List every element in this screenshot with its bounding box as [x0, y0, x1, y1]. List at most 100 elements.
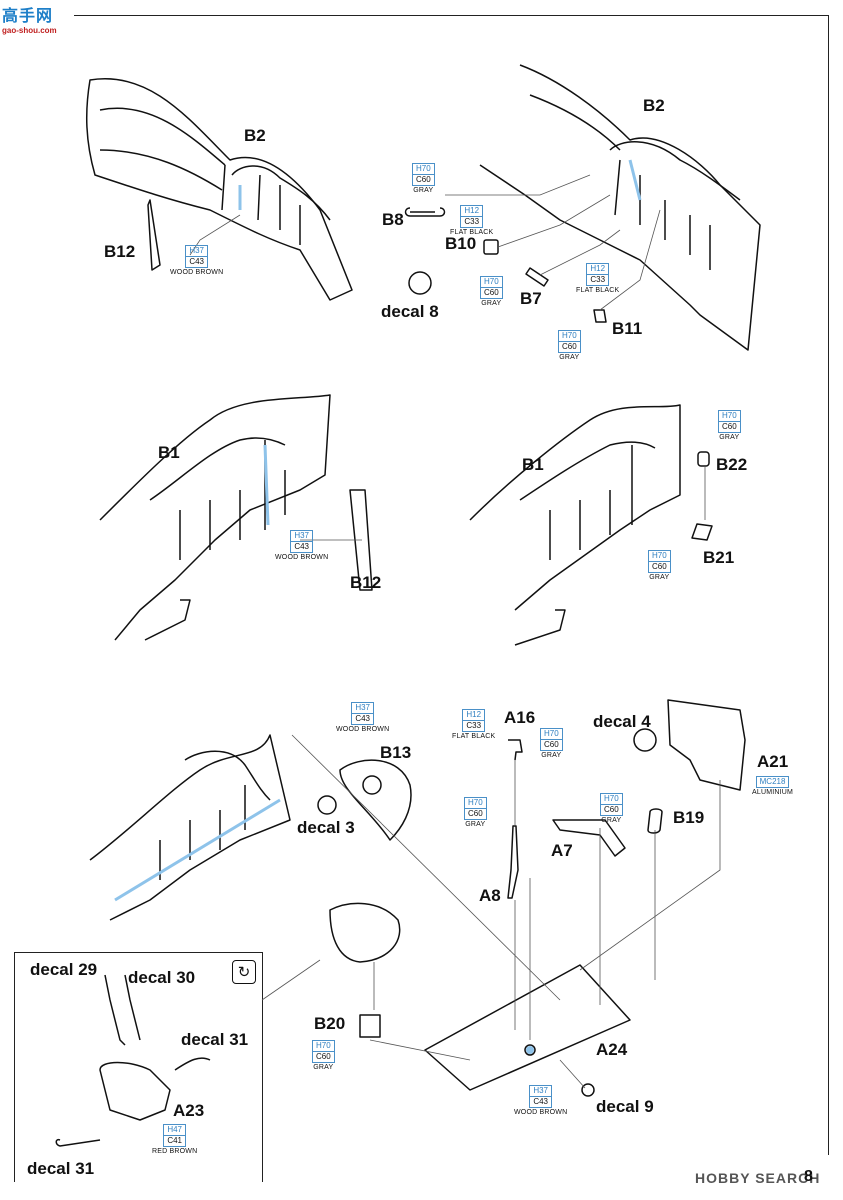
paint-name: ALUMINIUM: [752, 789, 794, 796]
part-label-a7: A7: [551, 841, 573, 860]
paint-code-aluminium: MC218 ALUMINIUM: [752, 776, 793, 796]
paint-h-code: H70: [413, 164, 434, 175]
part-label-b1: B1: [158, 443, 180, 462]
part-label-a24: A24: [596, 1040, 628, 1059]
part-label-a23: A23: [173, 1101, 205, 1120]
paint-c-code: C60: [544, 740, 559, 749]
part-label-a21: A21: [757, 752, 789, 771]
decal-label-30: decal 30: [128, 968, 196, 987]
decal-label-29: decal 29: [30, 960, 98, 979]
paint-h-code: H37: [291, 531, 312, 542]
paint-name: WOOD BROWN: [336, 726, 390, 733]
watermark-logo-url: gao-shou.com: [2, 26, 57, 35]
paint-name: GRAY: [313, 1064, 334, 1071]
paint-h-code: H37: [186, 246, 207, 257]
paint-c-code: C43: [355, 714, 370, 723]
paint-name: GRAY: [541, 752, 562, 759]
part-label-b21: B21: [703, 548, 735, 567]
paint-h-code: H70: [541, 729, 562, 740]
paint-name: GRAY: [413, 187, 434, 194]
frame-inset-top: [14, 952, 262, 953]
paint-c-code: C60: [468, 809, 483, 818]
paint-h-code: H12: [463, 710, 485, 721]
paint-h-code: MC218: [759, 777, 786, 786]
frame-inset-left: [14, 952, 15, 1182]
paint-c-code: C60: [316, 1052, 331, 1061]
part-label-b2: B2: [244, 126, 266, 145]
paint-h-code: H70: [649, 551, 670, 562]
paint-name: FLAT BLACK: [450, 229, 494, 236]
part-label-b1: B1: [522, 455, 544, 474]
part-label-b20: B20: [314, 1014, 346, 1033]
paint-h-code: H37: [352, 703, 373, 714]
paint-h-code: H47: [164, 1125, 186, 1136]
part-label-b8: B8: [382, 210, 404, 229]
decal-label-31: decal 31: [181, 1030, 249, 1049]
paint-h-code: H12: [461, 206, 483, 217]
part-label-b22: B22: [716, 455, 748, 474]
decal-label-9: decal 9: [596, 1097, 654, 1116]
paint-c-code: C60: [416, 175, 431, 184]
paint-name: GRAY: [465, 821, 486, 828]
paint-c-code: C43: [533, 1097, 548, 1106]
paint-name: GRAY: [719, 434, 740, 441]
rotate-view-icon: ↻: [232, 960, 256, 984]
paint-c-code: C60: [484, 288, 499, 297]
frame-right: [828, 15, 829, 1155]
watermark-logo-text: 高手网: [2, 6, 54, 25]
paint-h-code: H37: [530, 1086, 551, 1097]
frame-top: [74, 15, 829, 16]
paint-name: WOOD BROWN: [514, 1109, 568, 1116]
paint-c-code: C33: [464, 217, 480, 226]
paint-c-code: C60: [604, 805, 619, 814]
paint-name: GRAY: [559, 354, 580, 361]
paint-name: GRAY: [649, 574, 670, 581]
paint-name: FLAT BLACK: [576, 287, 620, 294]
paint-name: GRAY: [481, 300, 502, 307]
watermark-logo: 高手网 gao-shou.com: [2, 2, 57, 35]
paint-h-code: H70: [465, 798, 486, 809]
part-label-b12: B12: [104, 242, 136, 261]
paint-c-code: C41: [167, 1136, 183, 1145]
paint-c-code: C33: [466, 721, 482, 730]
part-label-b19: B19: [673, 808, 705, 827]
part-label-b7: B7: [520, 289, 542, 308]
decal-label-8: decal 8: [381, 302, 439, 321]
paint-c-code: C60: [562, 342, 577, 351]
paint-c-code: C60: [722, 422, 737, 431]
paint-name: RED BROWN: [152, 1148, 198, 1155]
part-label-a8: A8: [479, 886, 501, 905]
paint-c-code: C33: [590, 275, 606, 284]
decal-label-31: decal 31: [27, 1159, 95, 1178]
paint-name: WOOD BROWN: [170, 269, 224, 276]
paint-name: GRAY: [601, 817, 622, 824]
part-label-b2: B2: [643, 96, 665, 115]
frame-inset-right: [262, 952, 263, 1182]
paint-c-code: C60: [652, 562, 667, 571]
part-label-b12: B12: [350, 573, 382, 592]
decal-label-4: decal 4: [593, 712, 651, 731]
paint-h-code: H70: [601, 794, 622, 805]
paint-h-code: H70: [313, 1041, 334, 1052]
paint-h-code: H70: [481, 277, 502, 288]
part-label-a16: A16: [504, 708, 536, 727]
part-label-b11: B11: [612, 319, 643, 338]
part-label-b13: B13: [380, 743, 412, 762]
paint-name: FLAT BLACK: [452, 733, 496, 740]
